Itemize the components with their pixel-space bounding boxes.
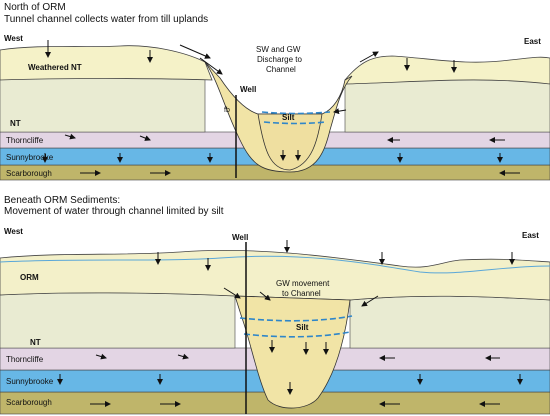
bottom-gw-line2: to Channel xyxy=(282,289,321,298)
bottom-water-table xyxy=(0,255,550,274)
bottom-arrow xyxy=(361,295,379,307)
top-east-label: East xyxy=(524,37,541,46)
bottom-arrow xyxy=(95,353,107,360)
bottom-sunnybrooke-label: Sunnybrooke xyxy=(6,377,54,386)
top-thorncliffe-label: Thorncliffe xyxy=(6,136,44,145)
top-discharge-line3: Channel xyxy=(266,65,296,74)
bottom-panel-subtitle: Movement of water through channel limite… xyxy=(4,206,224,217)
bottom-panel-title: Beneath ORM Sediments: xyxy=(4,195,120,206)
top-flow-arrows xyxy=(42,40,520,176)
top-panel-subtitle: Tunnel channel collects water from till … xyxy=(4,14,208,25)
top-arrow xyxy=(64,133,76,140)
bottom-silt-lower-line xyxy=(243,331,351,338)
top-arrow xyxy=(179,44,211,59)
top-weathered-nt-label: Weathered NT xyxy=(28,63,82,72)
top-nt-label: NT xyxy=(10,119,21,128)
bottom-well-label: Well xyxy=(232,233,248,242)
top-west-label: West xyxy=(4,34,23,43)
bottom-orm-layer xyxy=(0,249,550,301)
bottom-nt-label: NT xyxy=(30,338,41,347)
top-arrow xyxy=(199,57,223,75)
bottom-channel-fill xyxy=(234,295,351,409)
top-weathered-nt-right xyxy=(344,55,550,85)
top-silt-label: Silt xyxy=(282,113,295,122)
top-silt-upper-line xyxy=(261,111,331,115)
bottom-east-label: East xyxy=(522,231,539,240)
bottom-arrow xyxy=(223,287,241,299)
top-arrow xyxy=(359,51,379,63)
bottom-orm-label: ORM xyxy=(20,273,39,282)
top-panel-title: North of ORM xyxy=(4,2,66,13)
bottom-arrow xyxy=(259,291,271,301)
top-discharge-line2: Discharge to xyxy=(257,55,302,64)
top-sunnybrooke-label: Sunnybrooke xyxy=(6,153,54,162)
top-weathered-nt-left xyxy=(0,45,213,81)
bottom-thorncliffe-label: Thorncliffe xyxy=(6,355,44,364)
bottom-flow-arrows xyxy=(57,240,523,407)
bottom-west-label: West xyxy=(4,227,23,236)
bottom-panel: Beneath ORM Sediments: Movement of water… xyxy=(0,195,550,415)
top-scarborough-label: Scarborough xyxy=(6,169,52,178)
bottom-arrow xyxy=(177,353,189,360)
bottom-scarborough-label: Scarborough xyxy=(6,398,52,407)
top-panel: North of ORM Tunnel channel collects wat… xyxy=(0,2,550,181)
top-channel-bottom xyxy=(257,113,323,171)
top-silt-lower-line xyxy=(263,121,327,125)
top-arrow xyxy=(333,108,347,115)
top-well-label: Well xyxy=(240,85,256,94)
top-discharge-line1: SW and GW xyxy=(256,45,301,54)
bottom-silt-label: Silt xyxy=(296,323,309,332)
bottom-silt-upper-line xyxy=(239,315,353,322)
top-fb-label: fb xyxy=(224,107,230,114)
top-arrow xyxy=(139,135,151,141)
bottom-gw-line1: GW movement xyxy=(276,279,330,288)
